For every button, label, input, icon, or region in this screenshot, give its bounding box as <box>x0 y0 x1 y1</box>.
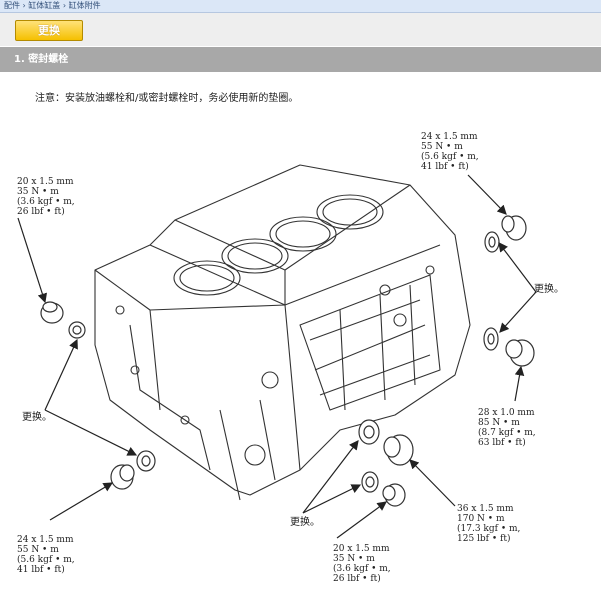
callout-top-right: 24 x 1.5 mm 55 N • m (5.6 kgf • m, 41 lb… <box>421 132 479 172</box>
svg-text:85 N • m: 85 N • m <box>478 418 520 428</box>
section-title: 1. 密封螺栓 <box>14 54 69 65</box>
svg-text:(17.3 kgf • m,: (17.3 kgf • m, <box>457 523 520 534</box>
svg-text:35 N • m: 35 N • m <box>17 187 59 197</box>
svg-text:28 x 1.0 mm: 28 x 1.0 mm <box>478 408 535 418</box>
svg-text:41 lbf • ft): 41 lbf • ft) <box>421 161 469 172</box>
svg-text:55 N • m: 55 N • m <box>421 142 463 152</box>
callout-bottom-right: 36 x 1.5 mm 170 N • m (17.3 kgf • m, 125… <box>457 504 520 544</box>
seal-bolt-top-left <box>40 301 64 324</box>
svg-text:26 lbf • ft): 26 lbf • ft) <box>17 206 65 217</box>
caution-note: 注意：安装放油螺栓和/或密封螺栓时，务必使用新的垫圈。 <box>35 93 299 104</box>
svg-text:(3.6 kgf • m,: (3.6 kgf • m, <box>333 563 391 574</box>
svg-text:35 N • m: 35 N • m <box>333 554 375 564</box>
seal-bolt-top-right <box>501 215 527 241</box>
breadcrumb: 配件 › 缸体缸盖 › 缸体附件 <box>4 1 101 10</box>
svg-text:(8.7 kgf • m,: (8.7 kgf • m, <box>478 427 536 438</box>
section-header: 1. 密封螺栓 <box>0 47 601 72</box>
seal-bolt-bottom-small <box>382 483 406 507</box>
svg-text:36 x 1.5 mm: 36 x 1.5 mm <box>457 504 514 514</box>
washer-bottom-1 <box>358 419 380 445</box>
washer-left-bottom <box>136 450 156 472</box>
washer-right-mid <box>483 327 499 351</box>
toolbar: 更换 <box>0 13 601 46</box>
svg-text:63 lbf • ft): 63 lbf • ft) <box>478 437 526 448</box>
svg-text:125 lbf • ft): 125 lbf • ft) <box>457 533 511 544</box>
cylinder-bore <box>316 194 384 230</box>
svg-text:(5.6 kgf • m,: (5.6 kgf • m, <box>421 151 479 162</box>
svg-text:(5.6 kgf • m,: (5.6 kgf • m, <box>17 554 75 565</box>
cylinder-bore <box>173 260 241 296</box>
replace-button[interactable]: 更换 <box>15 20 83 41</box>
svg-text:26 lbf • ft): 26 lbf • ft) <box>333 573 381 584</box>
engine-block <box>94 164 471 496</box>
callout-right-mid: 28 x 1.0 mm 85 N • m (8.7 kgf • m, 63 lb… <box>478 408 536 448</box>
callout-top-left: 20 x 1.5 mm 35 N • m (3.6 kgf • m, 26 lb… <box>17 177 75 217</box>
svg-text:170 N • m: 170 N • m <box>457 514 505 524</box>
svg-text:20 x 1.5 mm: 20 x 1.5 mm <box>17 177 74 187</box>
breadcrumb-bar: 配件 › 缸体缸盖 › 缸体附件 <box>0 0 601 13</box>
replace-label-right: 更换。 <box>534 282 564 295</box>
callout-bottom-left: 24 x 1.5 mm 55 N • m (5.6 kgf • m, 41 lb… <box>17 535 75 575</box>
replace-label-bottom: 更换。 <box>290 515 320 528</box>
svg-text:24 x 1.5 mm: 24 x 1.5 mm <box>17 535 74 545</box>
seal-bolt-left-bottom <box>110 464 135 490</box>
seal-bolt-right-mid <box>505 339 535 367</box>
seal-bolt-bottom-large <box>383 434 414 466</box>
svg-text:(3.6 kgf • m,: (3.6 kgf • m, <box>17 196 75 207</box>
washer-top-right <box>484 231 500 253</box>
svg-text:20 x 1.5 mm: 20 x 1.5 mm <box>333 544 390 554</box>
callout-bottom-center: 20 x 1.5 mm 35 N • m (3.6 kgf • m, 26 lb… <box>333 544 391 584</box>
svg-text:41 lbf • ft): 41 lbf • ft) <box>17 564 65 575</box>
washer-bottom-2 <box>361 471 379 493</box>
cylinder-bore <box>269 216 337 252</box>
washer-top-left <box>68 321 86 339</box>
engine-block-diagram: 20 x 1.5 mm 35 N • m (3.6 kgf • m, 26 lb… <box>17 132 564 584</box>
svg-text:55 N • m: 55 N • m <box>17 545 59 555</box>
replace-label-left: 更换。 <box>22 410 52 423</box>
svg-text:24 x 1.5 mm: 24 x 1.5 mm <box>421 132 478 142</box>
cylinder-bore <box>221 238 289 274</box>
